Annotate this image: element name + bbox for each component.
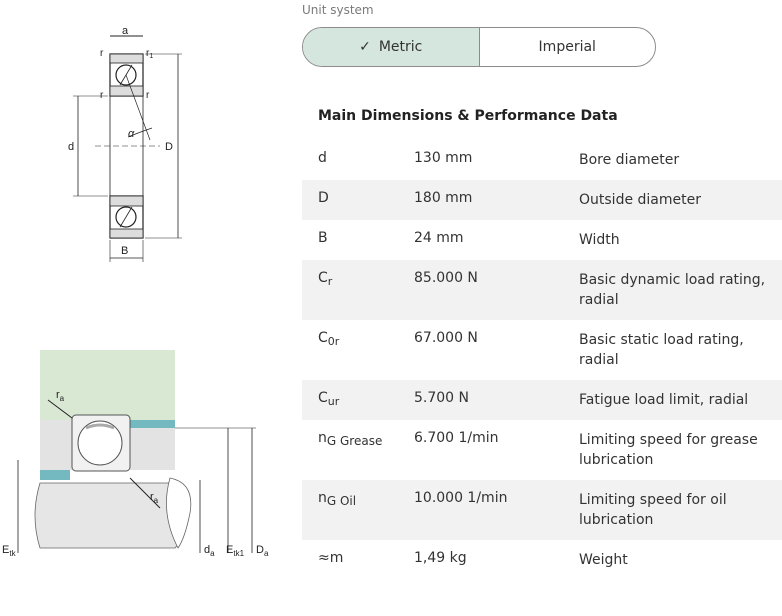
etk1-label: Etk1 [226,544,245,558]
Da-label: Da [256,544,269,558]
row-symbol: Cur [318,390,340,408]
check-icon: ✓ [359,39,371,55]
dim-a-label: a [122,25,129,37]
row-symbol: nG Oil [318,490,357,508]
r-label-2: r [100,90,104,101]
row-value: 24 mm [414,230,464,246]
table-row: Cur 5.700 N Fatigue load limit, radial [302,380,782,420]
dimensions-table: d 130 mm Bore diameter D 180 mm Outside … [302,140,782,580]
row-value: 180 mm [414,190,473,206]
imperial-option[interactable]: Imperial [480,28,656,66]
metric-label: Metric [378,39,423,55]
r-label-1: r [100,48,104,59]
row-description: Limiting speed for oil lubrication [579,492,727,528]
row-description: Fatigue load limit, radial [579,392,749,408]
row-value: 10.000 1/min [414,490,508,506]
row-symbol: D [318,190,329,206]
row-value: 1,49 kg [414,550,467,566]
da-label: da [204,544,215,558]
alpha-label: α [128,128,135,140]
row-description: Outside diameter [579,192,701,208]
table-row: nG Grease 6.700 1/min Limiting speed for… [302,420,782,480]
row-symbol: C0r [318,330,340,348]
row-description: Width [579,232,620,248]
table-row: C0r 67.000 N Basic static load rating, r… [302,320,782,380]
dim-B-label: B [121,245,128,257]
r1-label: r1 [146,48,153,60]
row-description: Limiting speed for grease lubrication [579,432,758,468]
table-row: nG Oil 10.000 1/min Limiting speed for o… [302,480,782,540]
table-row: B 24 mm Width [302,220,782,260]
ra-label-top: ra [56,389,65,403]
table-row: Cr 85.000 N Basic dynamic load rating, r… [302,260,782,320]
etk-label: Etk [2,544,17,558]
row-description: Basic dynamic load rating, radial [579,272,766,308]
row-symbol: nG Grease [318,430,383,448]
row-value: 130 mm [414,150,473,166]
ra-label-bottom: ra [150,491,159,505]
r-label-3: r [146,90,150,101]
table-row: D 180 mm Outside diameter [302,180,782,220]
row-value: 6.700 1/min [414,430,499,446]
dim-d-label: d [68,141,74,153]
imperial-label: Imperial [538,39,596,55]
dim-D-label: D [165,141,173,153]
table-row: ≈m 1,49 kg Weight [302,540,782,580]
row-value: 67.000 N [414,330,478,346]
row-description: Basic static load rating, radial [579,332,744,368]
row-description: Weight [579,552,628,568]
unit-system-label: Unit system [302,3,374,17]
row-symbol: Cr [318,270,333,288]
metric-option[interactable]: ✓ Metric [303,28,480,66]
bearing-cross-section-diagram: a α r r1 r r d D B [68,25,182,262]
row-symbol: ≈m [318,550,344,566]
row-value: 5.700 N [414,390,470,406]
row-description: Bore diameter [579,152,680,168]
table-row: d 130 mm Bore diameter [302,140,782,180]
mounting-dimensions-diagram: ra ra Etk da Etk1 Da [2,350,269,558]
row-value: 85.000 N [414,270,478,286]
row-symbol: B [318,230,328,246]
unit-system-toggle: ✓ Metric Imperial [302,27,656,67]
section-title: Main Dimensions & Performance Data [318,108,618,124]
row-symbol: d [318,150,327,166]
